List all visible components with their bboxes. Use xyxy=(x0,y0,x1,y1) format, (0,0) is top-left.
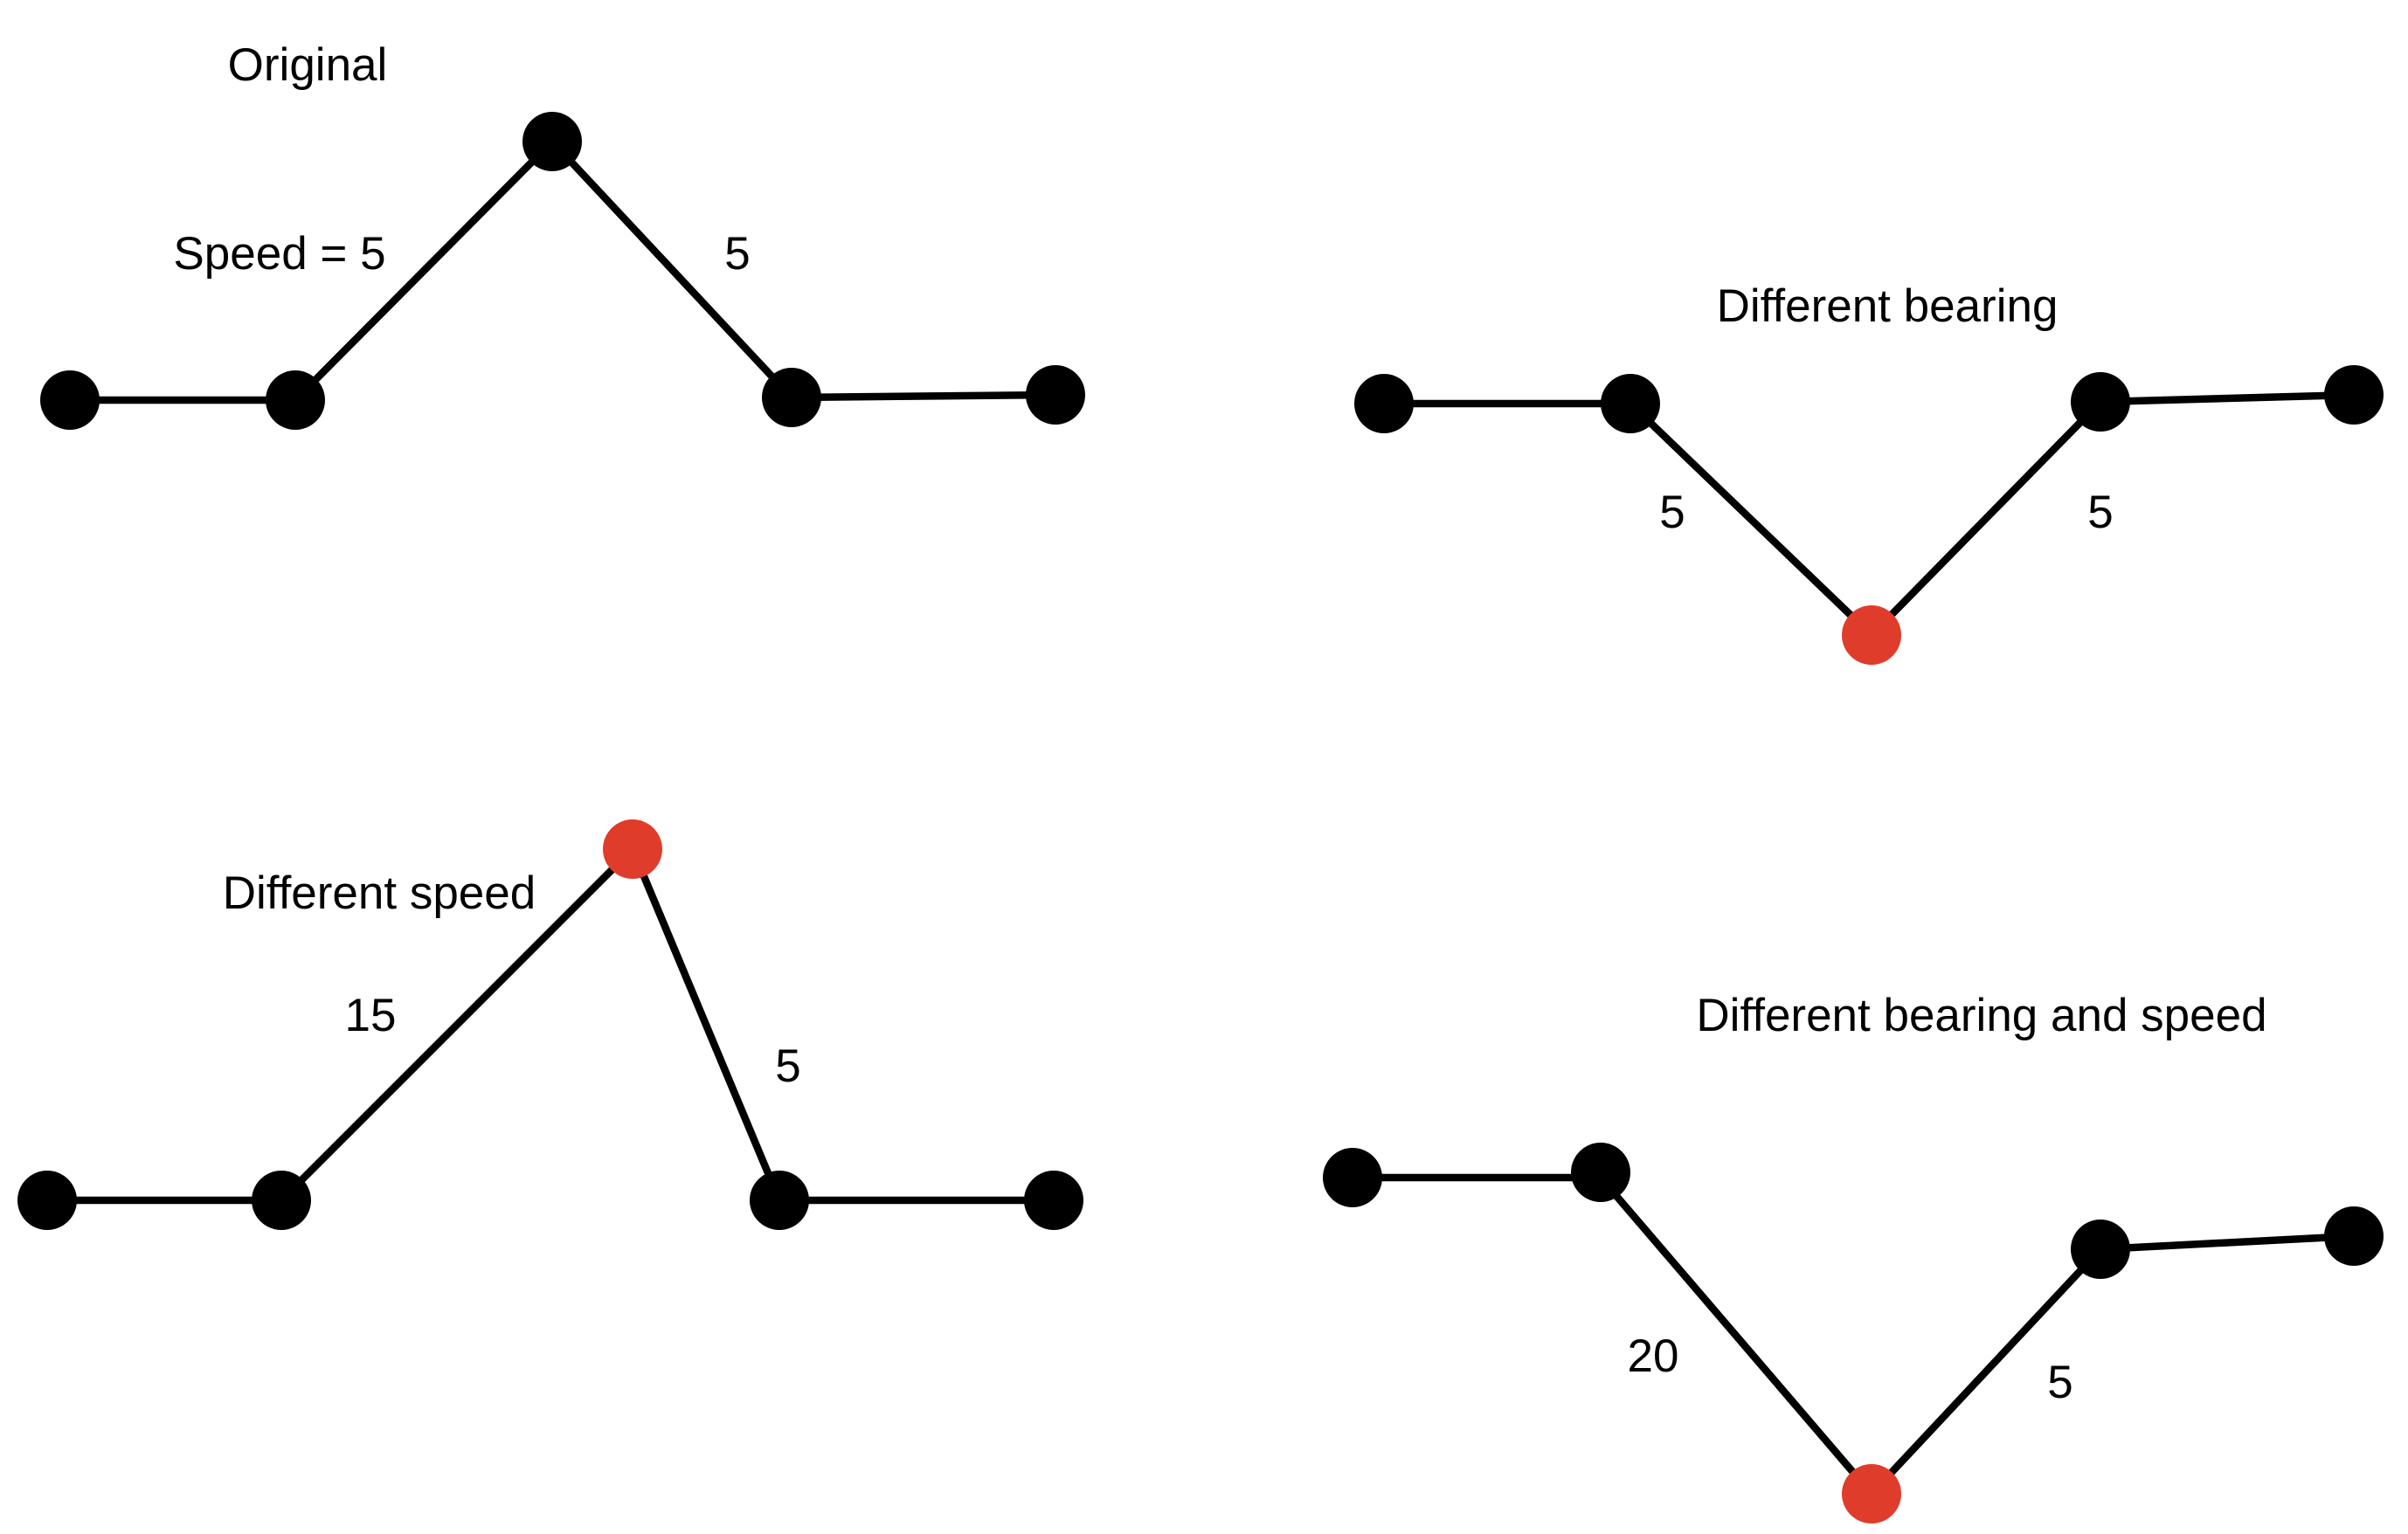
edge-bearing-3 xyxy=(1867,397,2105,639)
edge-original-3 xyxy=(548,137,796,402)
panel-title-original: Original xyxy=(228,39,388,91)
node-original-5 xyxy=(1026,365,1085,425)
edge-speed-2 xyxy=(277,845,637,1205)
node-original-3 xyxy=(522,112,582,171)
node-original-2 xyxy=(266,370,325,430)
node-bearing-5 xyxy=(2324,365,2384,425)
panel-original: Original Speed = 5 5 xyxy=(40,39,1085,430)
edge-original-4 xyxy=(787,390,1060,402)
node-speed-3-highlight xyxy=(603,819,662,879)
node-bearing-2 xyxy=(1601,374,1660,433)
panel-title-different-bearing: Different bearing xyxy=(1717,280,2059,332)
edge-bearing-speed-4 xyxy=(2096,1232,2358,1254)
node-bearing-1 xyxy=(1354,374,1414,433)
edge-label-original-3: 5 xyxy=(724,228,750,280)
edge-label-bearing-2: 5 xyxy=(1659,487,1685,538)
node-bearing-speed-5 xyxy=(2324,1206,2384,1266)
node-original-4 xyxy=(762,368,821,427)
edge-speed-3 xyxy=(628,845,784,1205)
node-speed-2 xyxy=(252,1171,311,1230)
edge-bearing-4 xyxy=(2096,390,2358,406)
node-bearing-speed-4 xyxy=(2071,1220,2130,1279)
edge-original-2 xyxy=(291,137,557,404)
node-bearing-speed-2 xyxy=(1571,1143,1630,1202)
edge-label-original-2: Speed = 5 xyxy=(173,228,385,280)
panel-title-different-speed: Different speed xyxy=(223,867,536,919)
node-speed-5 xyxy=(1024,1171,1083,1230)
panel-different-bearing: Different bearing 5 5 xyxy=(1354,280,2384,665)
edge-label-speed-3: 5 xyxy=(775,1040,800,1092)
edge-bearing-2 xyxy=(1626,399,1876,639)
node-bearing-4 xyxy=(2071,372,2130,432)
node-bearing-speed-1 xyxy=(1323,1148,1382,1207)
panel-different-speed: Different speed 15 5 xyxy=(17,819,1083,1230)
node-original-1 xyxy=(40,370,100,430)
node-bearing-3-highlight xyxy=(1842,605,1901,665)
panel-title-different-bearing-and-speed: Different bearing and speed xyxy=(1696,990,2266,1041)
node-speed-4 xyxy=(750,1171,809,1230)
edge-bearing-speed-3 xyxy=(1867,1245,2105,1498)
node-bearing-speed-3-highlight xyxy=(1842,1464,1901,1524)
edge-label-speed-2: 15 xyxy=(345,990,397,1041)
edge-label-bearing-speed-3: 5 xyxy=(2047,1357,2072,1408)
edge-bearing-speed-2 xyxy=(1596,1173,1876,1498)
edge-label-bearing-3: 5 xyxy=(2087,487,2113,538)
edge-label-bearing-speed-2: 20 xyxy=(1628,1330,1679,1382)
node-speed-1 xyxy=(17,1171,77,1230)
panel-different-bearing-and-speed: Different bearing and speed 20 5 xyxy=(1323,990,2384,1524)
